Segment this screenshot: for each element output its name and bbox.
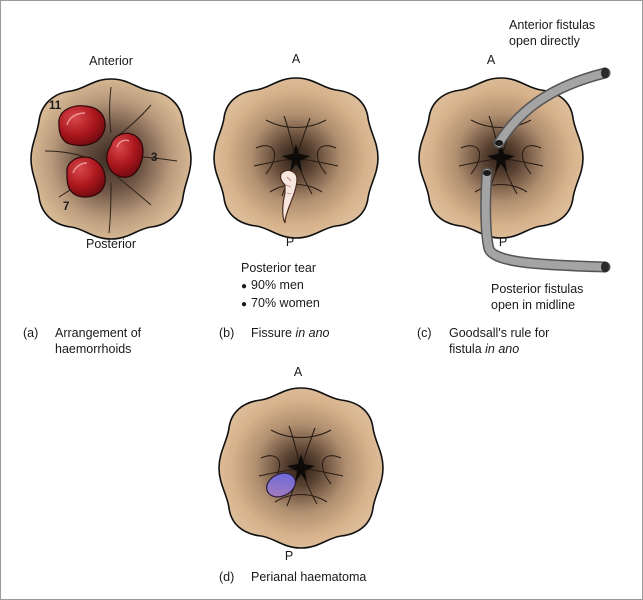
anterior-fistula-tract	[493, 67, 611, 149]
bullet-men: 90% men	[241, 277, 320, 295]
panel-b-anterior-label: A	[291, 52, 301, 66]
panel-d-anus	[218, 387, 384, 549]
caption-c-line2-italic: in ano	[485, 342, 520, 356]
anterior-note-line2: open directly	[509, 34, 580, 48]
haematoma	[266, 472, 296, 498]
posterior-tear-bullets: 90% men 70% women	[241, 277, 320, 313]
panel-a-anterior-label: Anterior	[89, 54, 133, 68]
caption-d-letter: (d)	[219, 570, 235, 584]
caption-c: (c) Goodsall's rule for fistula in ano	[417, 325, 549, 357]
caption-a-line1: Arrangement of	[55, 326, 142, 340]
position-3-label: 3	[151, 152, 158, 164]
panel-c-anus	[418, 77, 584, 239]
posterior-note-line1: Posterior fistulas	[491, 282, 584, 296]
caption-c-line2-text: fistula	[449, 342, 486, 356]
panel-d-anterior-label: A	[293, 365, 303, 379]
posterior-fistula-tract	[480, 167, 611, 273]
caption-d: (d) Perianal haematoma	[219, 569, 366, 585]
caption-b-letter: (b)	[219, 326, 235, 340]
panel-a-posterior-label: Posterior	[85, 237, 137, 251]
caption-d-text: Perianal haematoma	[251, 570, 367, 584]
posterior-fistulas-note: Posterior fistulas open in midline	[491, 281, 583, 313]
caption-c-line1: Goodsall's rule for	[449, 326, 550, 340]
posterior-fissure	[279, 169, 298, 224]
caption-c-letter: (c)	[417, 326, 432, 340]
panel-c-posterior-label: P	[498, 235, 508, 249]
caption-a: (a) Arrangement of haemorrhoids	[23, 325, 141, 357]
posterior-note-line2: open in midline	[491, 298, 576, 312]
caption-b: (b) Fissure in ano	[219, 325, 330, 341]
caption-a-line2: haemorrhoids	[55, 342, 132, 356]
posterior-tear-title: Posterior tear	[241, 261, 317, 275]
haemorrhoid-3-oclock	[106, 132, 144, 178]
haemorrhoid-11-oclock	[58, 105, 106, 147]
panel-b-posterior-label: P	[285, 235, 295, 249]
caption-a-letter: (a)	[23, 326, 39, 340]
bullet-women: 70% women	[241, 295, 320, 313]
panel-b-anus	[213, 77, 379, 239]
anterior-fistulas-note: Anterior fistulas open directly	[509, 17, 595, 49]
position-11-label: 11	[49, 100, 62, 112]
panel-a-anus	[30, 78, 192, 240]
position-7-label: 7	[63, 201, 70, 213]
panel-c-anterior-label: A	[486, 53, 496, 67]
panel-d-posterior-label: P	[284, 549, 294, 563]
caption-b-text: Fissure	[251, 326, 296, 340]
anterior-note-line1: Anterior fistulas	[509, 18, 596, 32]
caption-b-italic: in ano	[295, 326, 330, 340]
